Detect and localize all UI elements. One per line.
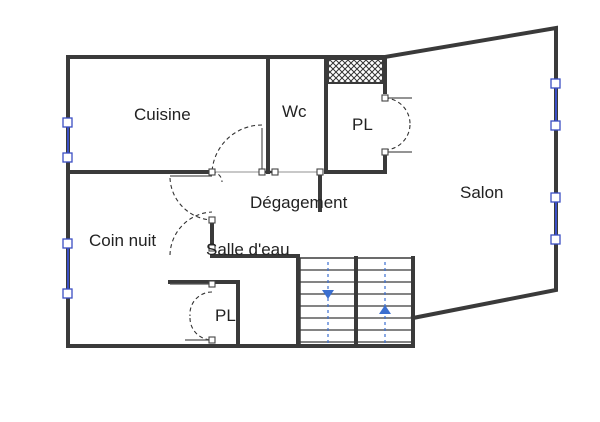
ventilation-duct bbox=[327, 58, 384, 84]
staircase bbox=[299, 256, 414, 348]
door-hinges bbox=[208, 94, 389, 344]
stair-treads bbox=[300, 269, 413, 343]
room-label-salle-eau: Salle d'eau bbox=[206, 240, 290, 259]
room-label-pl-top: PL bbox=[352, 115, 373, 134]
room-label-degagement: Dégagement bbox=[250, 193, 348, 212]
interior-walls bbox=[66, 55, 387, 348]
stair-down-arrow-icon bbox=[322, 290, 334, 299]
stair-up-arrow-icon bbox=[379, 305, 391, 314]
room-label-pl-bottom: PL bbox=[215, 306, 236, 325]
room-label-cuisine: Cuisine bbox=[134, 105, 191, 124]
room-label-wc: Wc bbox=[282, 102, 307, 121]
door-swings bbox=[169, 97, 412, 341]
windows bbox=[62, 78, 561, 299]
room-label-coin-nuit: Coin nuit bbox=[89, 231, 156, 250]
room-labels: Cuisine Wc PL Salon Dégagement Coin nuit… bbox=[89, 102, 503, 325]
room-label-salon: Salon bbox=[460, 183, 503, 202]
